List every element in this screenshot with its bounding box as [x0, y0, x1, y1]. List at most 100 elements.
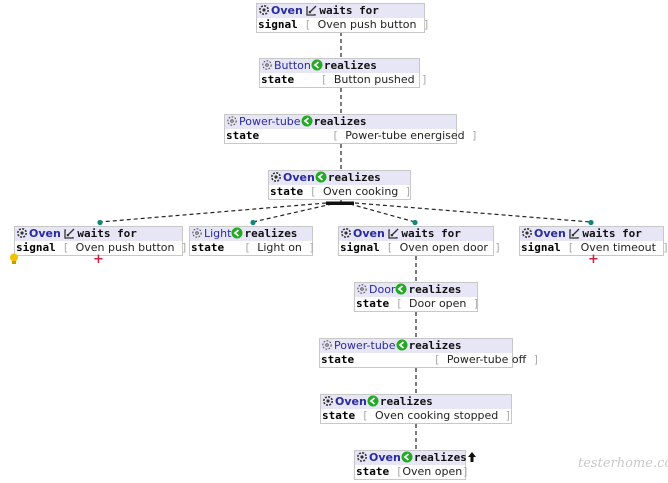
bracket: ]	[471, 129, 478, 142]
value-field[interactable]: Light on	[257, 241, 302, 254]
link-fork-n7	[349, 203, 416, 223]
gear-icon	[356, 451, 368, 463]
node-body: signal [ Oven push button ]	[15, 241, 188, 255]
key-label: state	[321, 353, 355, 366]
value-field[interactable]: Power-tube off	[446, 353, 527, 366]
concept-label: Power-tube	[334, 339, 396, 352]
concept-label: Oven	[283, 171, 315, 184]
bracket: ]	[504, 409, 512, 422]
gear-icon	[322, 395, 334, 407]
relation-label: realizes	[379, 395, 433, 408]
key-label: signal	[340, 241, 380, 254]
fork-dot	[250, 219, 256, 226]
relation-label: waits for	[401, 227, 461, 240]
fork-bar	[326, 201, 354, 205]
realizes-icon	[301, 115, 313, 127]
node-oven-waits-push-button[interactable]: Oven waits for signal [ Oven push button…	[256, 3, 430, 33]
node-body: signal [ Oven push button ]	[257, 18, 430, 32]
relation-label: realizes	[413, 451, 467, 464]
node-header: Oven realizes	[321, 395, 511, 409]
realizes-icon	[311, 59, 323, 71]
waits-for-icon	[64, 228, 75, 239]
add-branch-icon[interactable]: +	[93, 252, 104, 267]
bracket: [	[304, 18, 311, 31]
bracket: ]	[423, 18, 430, 31]
bracket: ]	[308, 241, 316, 254]
bracket: [	[386, 241, 393, 254]
concept-label: Oven	[335, 395, 367, 408]
bracket: [	[395, 465, 403, 478]
waits-for-icon	[569, 228, 580, 239]
relation-label: waits for	[582, 227, 642, 240]
value-field[interactable]: Button pushed	[333, 73, 415, 86]
up-arrow-icon[interactable]	[467, 451, 477, 463]
realizes-icon	[367, 395, 379, 407]
dashed-gear-icon	[192, 228, 202, 238]
node-body: state [ Power-tube energised ]	[225, 129, 478, 143]
bracket: [	[320, 73, 328, 86]
value-field[interactable]: Oven open door	[399, 241, 488, 254]
value-field[interactable]: Power-tube energised	[345, 129, 465, 142]
value-field[interactable]: Oven open	[402, 465, 463, 478]
relation-label: waits for	[77, 227, 137, 240]
node-oven-realizes-cooking[interactable]: Oven realizes state [ Oven cooking ]	[268, 170, 412, 200]
node-oven-waits-push-button-branch[interactable]: Oven waits for signal [ Oven push button…	[14, 226, 188, 256]
value-field[interactable]: Oven push button	[75, 241, 175, 254]
dashed-gear-icon	[357, 284, 367, 294]
node-body: state [ Door open ]	[355, 297, 480, 311]
dashed-gear-icon	[262, 60, 272, 70]
value-field[interactable]: Oven timeout	[580, 241, 656, 254]
key-label: state	[322, 409, 356, 422]
value-field[interactable]: Oven cooking stopped	[375, 409, 499, 422]
dashed-gear-icon	[322, 340, 332, 350]
key-label: state	[270, 185, 304, 198]
relation-label: realizes	[327, 171, 381, 184]
node-body: signal [ Oven timeout ]	[520, 241, 668, 255]
node-body: state [ Oven cooking stopped ]	[321, 409, 512, 423]
node-oven-realizes-cooking-stopped[interactable]: Oven realizes state [ Oven cooking stoppe…	[320, 394, 512, 424]
key-label: state	[191, 241, 225, 254]
relation-label: realizes	[323, 59, 377, 72]
key-label: state	[356, 465, 390, 478]
value-field[interactable]: Door open	[409, 297, 467, 310]
value-field[interactable]: Oven cooking	[323, 185, 399, 198]
bracket: ]	[494, 241, 502, 254]
waits-for-icon	[306, 5, 317, 16]
key-label: state	[356, 297, 390, 310]
bracket: [	[62, 241, 69, 254]
node-oven-waits-open-door[interactable]: Oven waits for signal [ Oven open door ]	[338, 226, 501, 256]
node-body: state [ Button pushed ]	[260, 73, 428, 87]
bracket: [	[433, 353, 441, 366]
bracket: ]	[421, 73, 428, 86]
value-field[interactable]: Oven push button	[317, 18, 417, 31]
fork-end-dots	[97, 219, 594, 226]
bracket: [	[361, 409, 369, 422]
bracket: ]	[404, 185, 412, 198]
concept-label: Oven	[534, 227, 566, 240]
node-oven-waits-timeout[interactable]: Oven waits for signal [ Oven timeout ]	[519, 226, 668, 256]
add-branch-icon[interactable]: +	[588, 252, 599, 267]
realizes-icon	[315, 171, 327, 183]
bracket: ]	[462, 465, 469, 478]
realizes-icon	[401, 451, 413, 463]
relation-label: waits for	[319, 4, 379, 17]
key-label: state	[226, 129, 260, 142]
concept-label: Door	[369, 283, 396, 296]
lightbulb-icon[interactable]	[9, 253, 19, 265]
node-body: state [ Oven cooking ]	[269, 185, 412, 199]
bracket: ]	[663, 241, 668, 254]
bracket: [	[244, 241, 251, 254]
node-header: Oven waits for	[339, 227, 493, 241]
fork-dot	[588, 219, 594, 226]
bracket: [	[567, 241, 574, 254]
node-body: state [Oven open]	[355, 465, 469, 479]
